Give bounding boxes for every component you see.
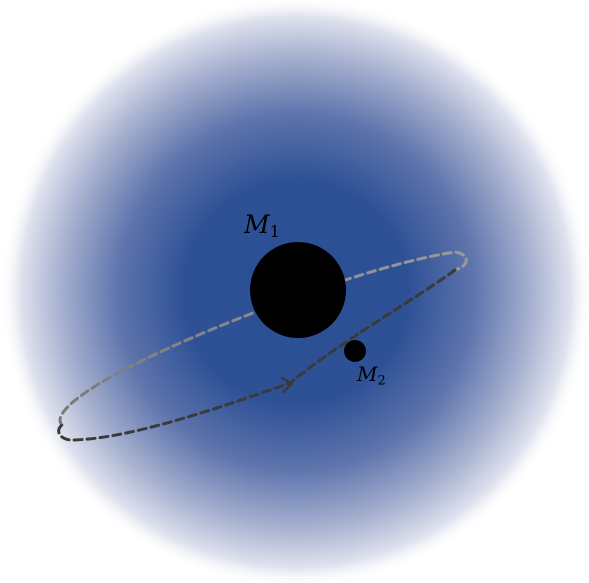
label-m1: M1 bbox=[244, 212, 280, 240]
label-m1-symbol: M bbox=[244, 210, 270, 239]
label-m2-subscript: 2 bbox=[377, 373, 385, 388]
label-m1-subscript: 1 bbox=[270, 222, 280, 241]
label-m2: M2 bbox=[357, 364, 386, 387]
mass-m2 bbox=[344, 340, 366, 362]
label-m2-symbol: M bbox=[357, 362, 377, 386]
mass-m1 bbox=[250, 242, 346, 338]
